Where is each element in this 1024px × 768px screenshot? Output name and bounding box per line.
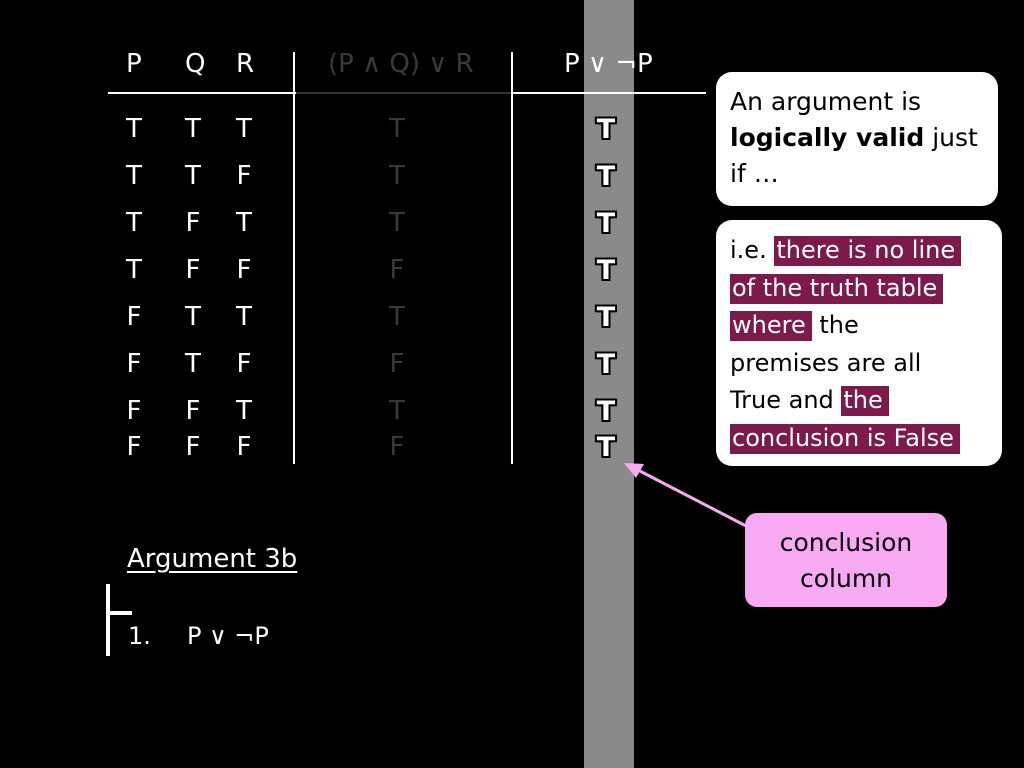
cell-p-row-4: T [126,255,142,285]
cell-r-row-8: F [236,432,252,462]
cell-q-row-2: T [185,161,201,191]
definition-highlight-5: conclusion is False [730,423,960,454]
cell-r-row-2: F [236,161,252,191]
cell-p-row-5: F [126,302,142,332]
validity-text-line3: if … [730,159,779,188]
header-rule-middle [296,92,512,94]
cell-q-row-3: F [185,208,201,238]
cell-concl-row-3: T [596,208,616,239]
header-r: R [236,49,255,79]
validity-callout: An argument is logically valid just if … [716,72,998,206]
cell-q-row-7: F [185,396,201,426]
definition-highlight-1: there is no line [774,236,962,266]
cell-concl-row-4: T [596,255,616,286]
definition-highlight-4: the [841,386,889,416]
header-formula-1: (P ∧ Q) ∨ R [328,49,474,79]
cell-p-row-6: F [126,349,142,379]
definition-prefix: i.e. [730,236,775,264]
premise-formula: P ∨ ¬P [187,622,269,650]
cell-f1-row-7: T [389,396,405,426]
validity-text-line1: An argument is [730,87,922,116]
cell-p-row-8: F [126,432,142,462]
cell-q-row-1: T [185,114,201,144]
header-rule-right [512,92,706,94]
cell-f1-row-4: F [389,255,405,285]
cell-concl-row-7: T [596,396,616,427]
cell-q-row-4: F [185,255,201,285]
cell-q-row-5: T [185,302,201,332]
cell-r-row-3: T [236,208,252,238]
cell-f1-row-1: T [389,114,405,144]
cell-q-row-6: T [185,349,201,379]
cell-f1-row-2: T [389,161,405,191]
cell-p-row-2: T [126,161,142,191]
definition-highlight-2: of the truth table [730,273,944,304]
header-rule-left [108,92,296,94]
validity-text-bold: logically valid [730,123,925,152]
definition-text-2: premises are all [730,348,922,377]
column-divider-2 [511,52,513,464]
cell-f1-row-3: T [389,208,405,238]
cell-p-row-3: T [126,208,142,238]
cell-q-row-8: F [185,432,201,462]
definition-callout: i.e. there is no line of the truth table… [716,220,1002,466]
cell-p-row-1: T [126,114,142,144]
turnstile-bar [106,611,132,615]
cell-f1-row-8: F [389,432,405,462]
column-divider-1 [293,52,295,464]
header-p: P [126,49,142,79]
cell-r-row-4: F [236,255,252,285]
cell-r-row-5: T [236,302,252,332]
cell-concl-row-6: T [596,349,616,380]
cell-r-row-7: T [236,396,252,426]
turnstile-icon [106,584,110,656]
conclusion-callout-line2: column [799,564,893,593]
definition-text-3: True and [730,386,842,414]
cell-p-row-7: F [126,396,142,426]
conclusion-callout-line1: conclusion [779,528,913,557]
cell-f1-row-6: F [389,349,405,379]
conclusion-column-highlight [584,0,634,768]
cell-f1-row-5: T [389,302,405,332]
validity-text-after-bold: just [924,123,978,152]
header-conclusion: P ∨ ¬P [564,49,653,79]
header-q: Q [185,49,206,79]
argument-title: Argument 3b [127,544,298,574]
cell-concl-row-5: T [596,302,616,333]
definition-highlight-3: where [730,311,812,341]
conclusion-column-callout: conclusion column [745,513,947,607]
cell-concl-row-2: T [596,161,616,192]
cell-concl-row-1: T [596,114,616,145]
cell-r-row-1: T [236,114,252,144]
cell-concl-row-8: T [596,432,616,463]
cell-r-row-6: F [236,349,252,379]
premise-number: 1. [128,622,151,650]
definition-text-1: the [811,311,859,339]
